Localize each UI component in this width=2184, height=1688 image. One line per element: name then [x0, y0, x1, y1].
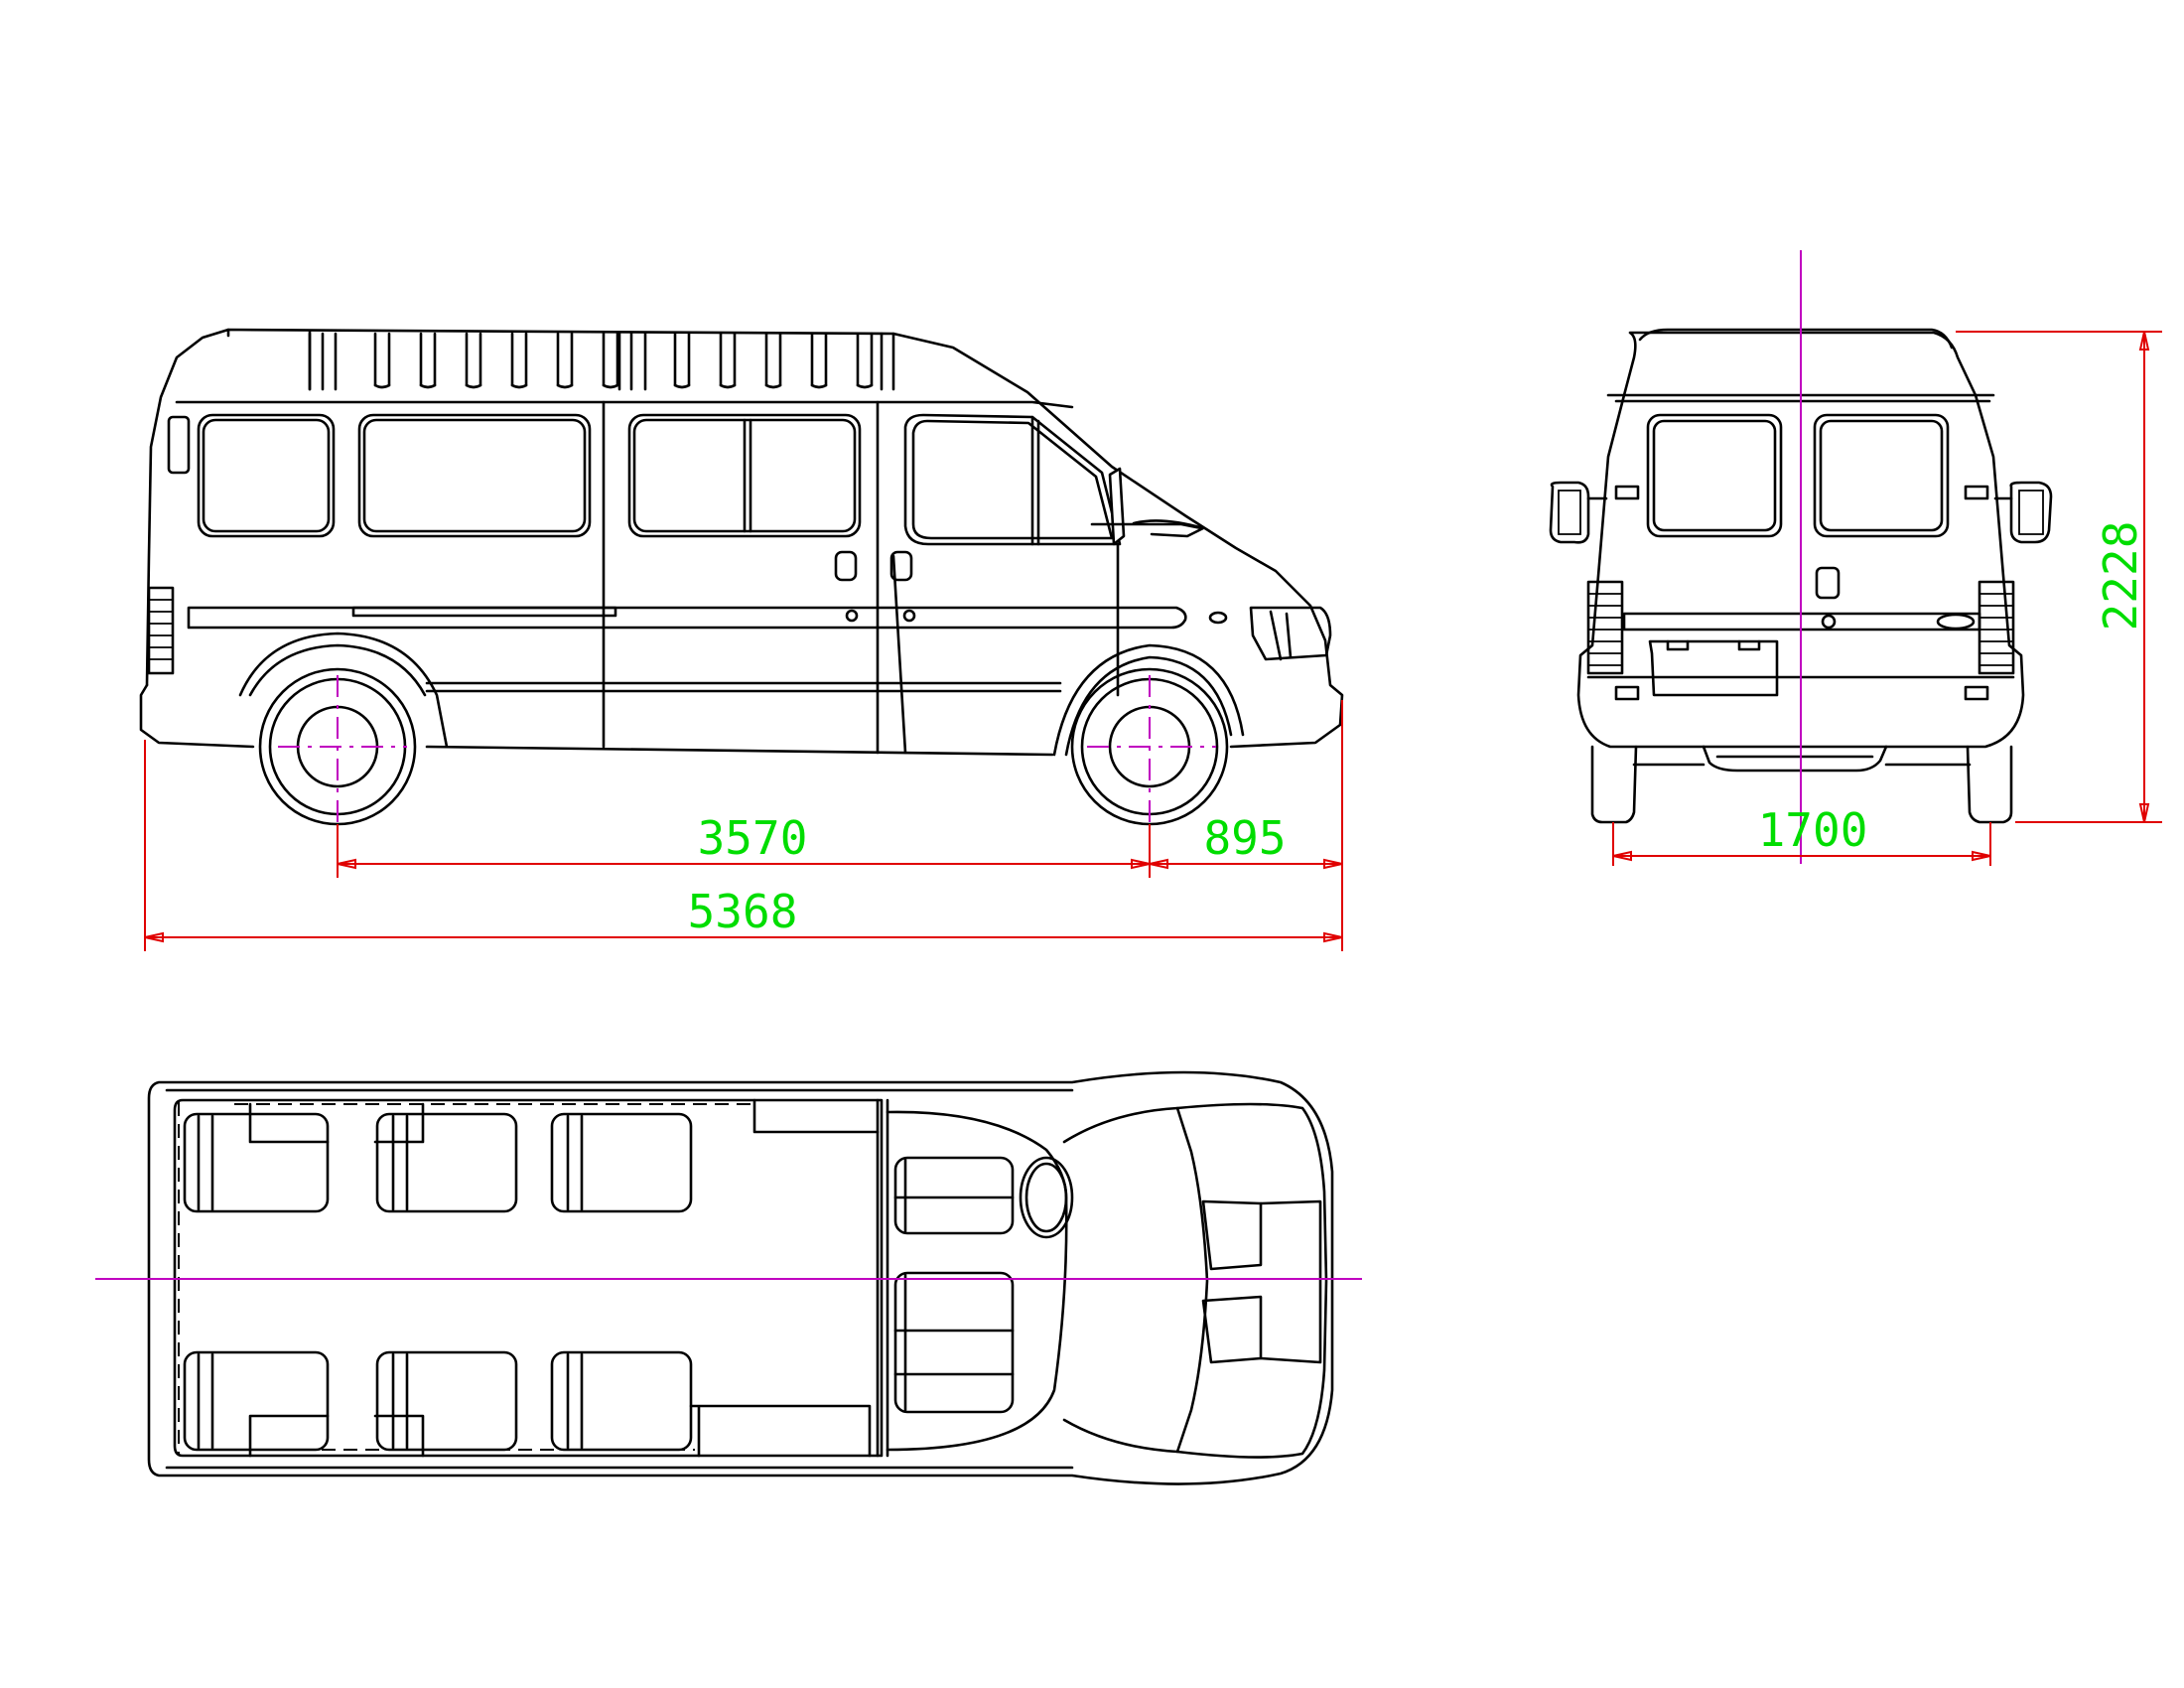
rear-left-window: [1646, 413, 1783, 538]
rear-left-tail-light: [1586, 580, 1624, 675]
overall-length-label: 5368: [688, 885, 798, 938]
rear-wheel-arch: [238, 632, 449, 749]
rear-badge: [1936, 613, 1976, 631]
cab-seats: [893, 1156, 1015, 1414]
rear-door-handle: [1815, 566, 1841, 600]
middle-side-window: [357, 413, 592, 538]
rear-side-window: [197, 413, 336, 538]
rear-view: 1700 2228: [1549, 250, 2162, 866]
seat-row-top: [183, 1102, 693, 1213]
side-mirror: [1108, 467, 1126, 546]
side-view: 3570 895 5368: [139, 328, 1344, 951]
windscreen: [1062, 1106, 1209, 1454]
top-body-outline: [147, 1070, 1334, 1485]
bonnet: [1175, 1102, 1328, 1459]
rear-right-tyre: [1966, 745, 2013, 824]
rear-wheel: [258, 667, 417, 864]
rear-tail-light: [147, 586, 175, 675]
rear-right-mirror: [2009, 481, 2053, 544]
licence-plate-recess: [1648, 639, 1779, 697]
wheelbase-label: 3570: [698, 811, 808, 865]
front-door-window: [903, 413, 1122, 546]
steering-wheel: [1019, 1156, 1074, 1239]
rear-right-window: [1813, 413, 1950, 538]
rear-body-outline: [1576, 331, 2025, 749]
rear-left-tyre: [1590, 745, 1638, 824]
top-view: [95, 1070, 1362, 1485]
rear-left-mirror: [1549, 481, 1590, 544]
side-body-outline: [145, 328, 1344, 749]
front-overhang-label: 895: [1203, 811, 1286, 865]
sliding-door-window: [627, 413, 862, 538]
headlight: [1249, 606, 1332, 661]
overall-height-label: 2228: [2094, 521, 2147, 632]
rear-dimensions: [1612, 331, 2162, 866]
side-dimensions: [144, 700, 1343, 951]
track-width-label: 1700: [1758, 803, 1868, 857]
roof-rack: [308, 332, 884, 391]
front-wheel-arch: [1052, 643, 1245, 757]
front-door-handle: [889, 550, 913, 582]
front-wheel: [1070, 667, 1229, 864]
seat-row-bottom: [183, 1350, 872, 1458]
sliding-door-handle: [834, 550, 858, 582]
